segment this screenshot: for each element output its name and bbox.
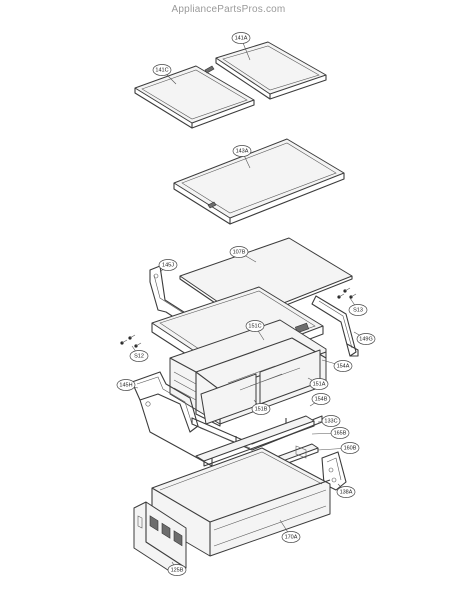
callout-label: 151A [313,381,326,387]
callout-label: 165B [334,430,347,436]
front-trim-125b [133,501,187,575]
callout-160b: 160B [317,442,360,454]
callout-label: 125B [171,567,184,573]
callout-bubble [245,320,265,332]
callout-label: 151B [255,406,268,412]
callout-label: 154B [315,396,328,402]
callout-151c: 151C [245,320,265,341]
callout-141a: 141A [231,32,251,61]
callout-bubble [340,442,360,454]
callout-label: 145J [162,262,174,268]
callout-bubble [281,531,301,543]
callout-170a: 170A [279,519,301,543]
callout-label: S13 [353,307,363,313]
callout-bubble [336,486,356,498]
callout-151a: 151A [307,377,329,390]
callout-141c: 141C [152,64,177,85]
callout-165b: 165B [311,427,350,439]
watermark: AppliancePartsPros.com [171,4,286,15]
callout-154b: 154B [309,393,331,407]
callout-label: 154A [337,363,350,369]
shelf-143a [173,138,345,225]
callout-bubble [231,32,251,44]
callout-125b: 125B [167,561,187,576]
callout-label: 170A [285,534,298,540]
callout-bubble [311,393,331,405]
callout-label: 151C [248,323,261,329]
callout-149g: 149G [353,331,376,345]
callout-s13: S13 [348,297,368,316]
side-bracket-149g [311,295,359,357]
callout-bubble [167,564,187,576]
callout-bubble [152,64,172,76]
callout-bubble [321,415,341,427]
callout-label: 160B [344,445,357,451]
callout-label: 107B [233,249,246,255]
callout-label: 138A [340,489,353,495]
callout-145j: 145J [158,259,178,273]
shelf-141c [134,65,255,129]
callout-151b: 151B [251,399,271,415]
callout-bubble [356,333,376,345]
callout-bubble [330,427,350,439]
callout-bubble [251,403,271,415]
callout-bubble [129,350,149,362]
callout-label: 145H [119,382,132,388]
callout-labels: 141A 141C 143A 107B 145J S13 149G 151C S12 154A 14… [116,32,376,576]
callout-143a: 143A [232,145,252,169]
callout-154a: 154A [321,359,353,372]
callout-bubble [116,379,136,391]
callout-s12: S12 [129,345,149,362]
callout-bubble [333,360,353,372]
side-piece-138a [321,451,347,491]
callout-bubble [229,246,249,258]
callout-bubble [232,145,252,157]
callout-bubble [158,259,178,271]
callout-bubble [348,304,368,316]
callout-bubble [309,378,329,390]
callout-133c: 133C [317,415,341,427]
callout-label: 141C [155,67,168,73]
callout-label: S12 [134,353,144,359]
callout-label: 149G [359,336,372,342]
crisper-drawers-151a-151b [169,319,327,427]
callout-138a: 138A [336,483,356,498]
callout-label: 141A [235,35,248,41]
shelf-141a [204,41,327,100]
screws-s13 [337,287,357,299]
callout-145h: 145H [116,379,139,391]
callout-107b: 107B [229,246,257,263]
rail-bracket-145h [131,371,213,467]
screws-s12 [120,334,142,348]
callout-label: 133C [324,418,337,424]
callout-label: 143A [236,148,249,154]
